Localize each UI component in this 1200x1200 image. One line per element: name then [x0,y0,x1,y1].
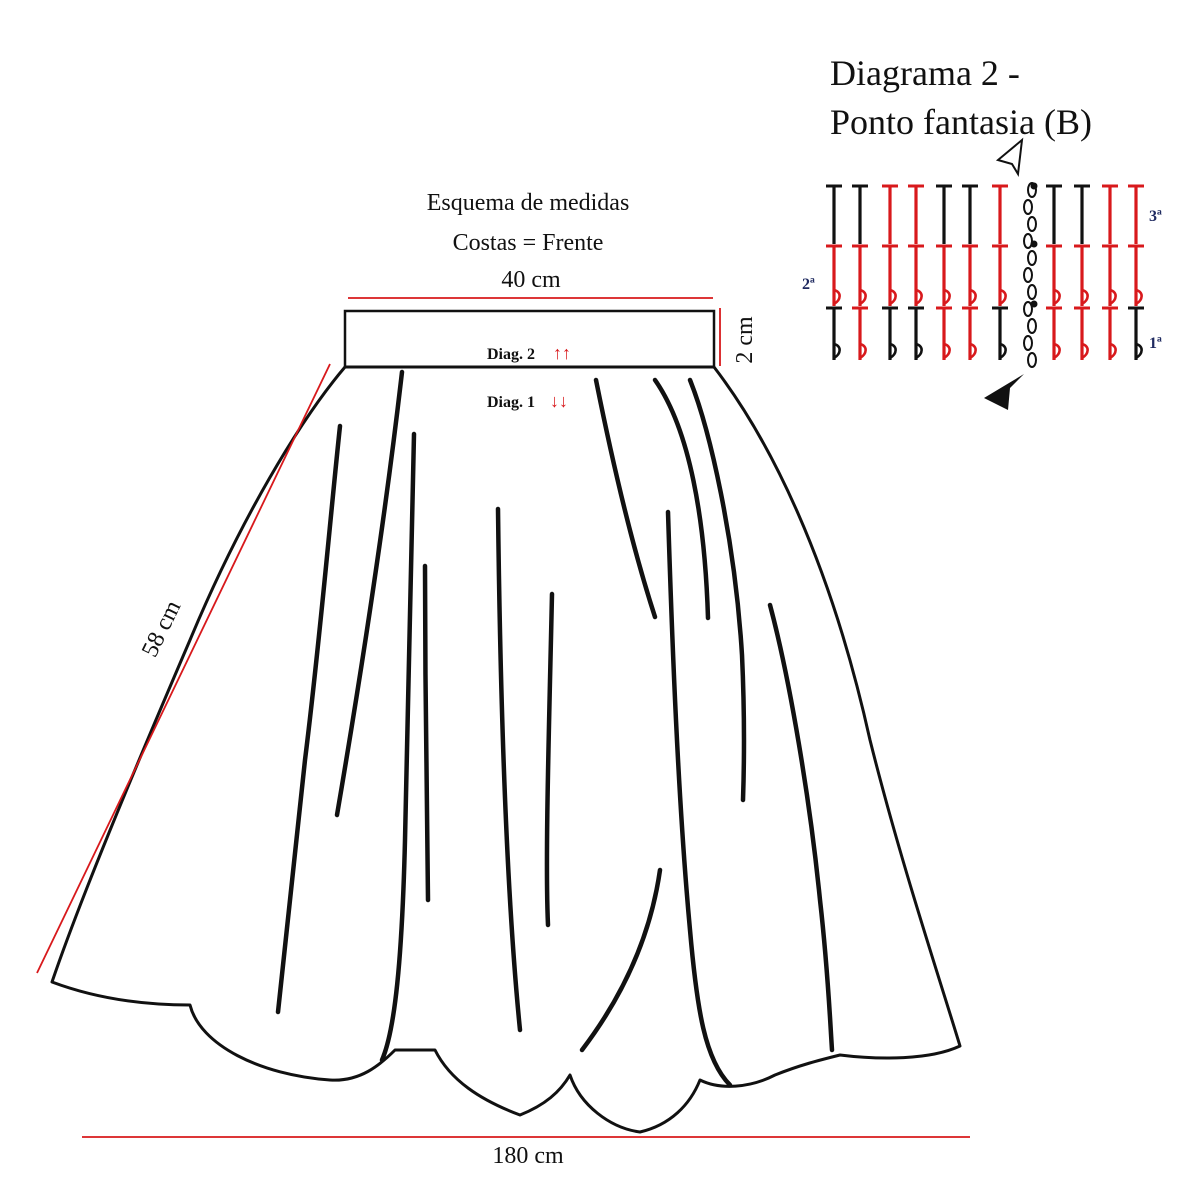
stitch-r2-r4-hook [1135,288,1143,306]
stitch-r1-l5-hook [943,342,951,360]
row-label-3: 3ª [1149,208,1162,225]
body-diagram-label: Diag. 1 [487,394,535,411]
skirt-folds [275,369,835,1088]
stitch-r2-r3-hook [1109,288,1117,306]
start-arrow-icon [984,374,1024,410]
stitch-r2-l4-hook [915,288,923,306]
stitch-r1-l2-hook [859,342,867,360]
stitch-r2-r2-hook [1081,288,1089,306]
band-diagram-label: Diag. 2 [487,346,535,363]
row-label-2: 2ª [802,276,815,293]
scheme-subtitle: Costas = Frente [453,230,604,256]
chain-5 [1027,250,1037,266]
diagram2-title: Diagrama 2 - [830,53,1020,93]
stitch-r1-l1-hook [833,342,841,360]
stitch-r1-l3-hook [889,342,897,360]
stitch-r1-r4-hook [1135,342,1143,360]
chain-9 [1027,318,1037,334]
stitch-chart [826,182,1144,368]
chain-2 [1023,199,1033,215]
chain-10 [1023,335,1033,351]
stitch-r1-l6-hook [969,342,977,360]
length-measure-line [36,363,331,974]
stitch-r2-l6-hook [969,288,977,306]
skirt-outline [50,365,962,1134]
chain-4 [1023,233,1033,249]
stitch-r1-l4-hook [915,342,923,360]
waist-measure-label: 40 cm [501,267,561,293]
chain-11 [1027,352,1037,368]
length-measure-label: 58 cm [137,596,187,661]
stitch-r1-r2-hook [1081,342,1089,360]
chain-slip-mid [1030,240,1038,248]
stitch-r2-l5-hook [943,288,951,306]
stitch-r2-l2-hook [859,288,867,306]
chain-3 [1027,216,1037,232]
stitch-r2-l7-hook [999,288,1007,306]
band-arrows-up: ↑↑ [553,343,571,363]
end-arrow-icon [995,137,1024,178]
stitch-r2-l1-hook [833,288,841,306]
stitch-r1-r3-hook [1109,342,1117,360]
chain-slip-top [1030,182,1038,190]
scheme-title: Esquema de medidas [427,190,630,216]
chain-7 [1027,284,1037,300]
chain-6 [1023,267,1033,283]
stitch-r1-r1-hook [1053,342,1061,360]
chain-8 [1023,301,1033,317]
hem-measure-label: 180 cm [492,1143,564,1169]
row-label-1: 1ª [1149,335,1162,352]
body-arrows-down: ↓↓ [550,391,568,411]
stitch-r1-l7-hook [999,342,1007,360]
stitch-r2-l3-hook [889,288,897,306]
diagram2-subtitle: Ponto fantasia (B) [830,102,1092,142]
stitch-r2-r1-hook [1053,288,1061,306]
band-height-label: 2 cm [732,316,758,364]
chain-slip-low [1030,300,1038,308]
